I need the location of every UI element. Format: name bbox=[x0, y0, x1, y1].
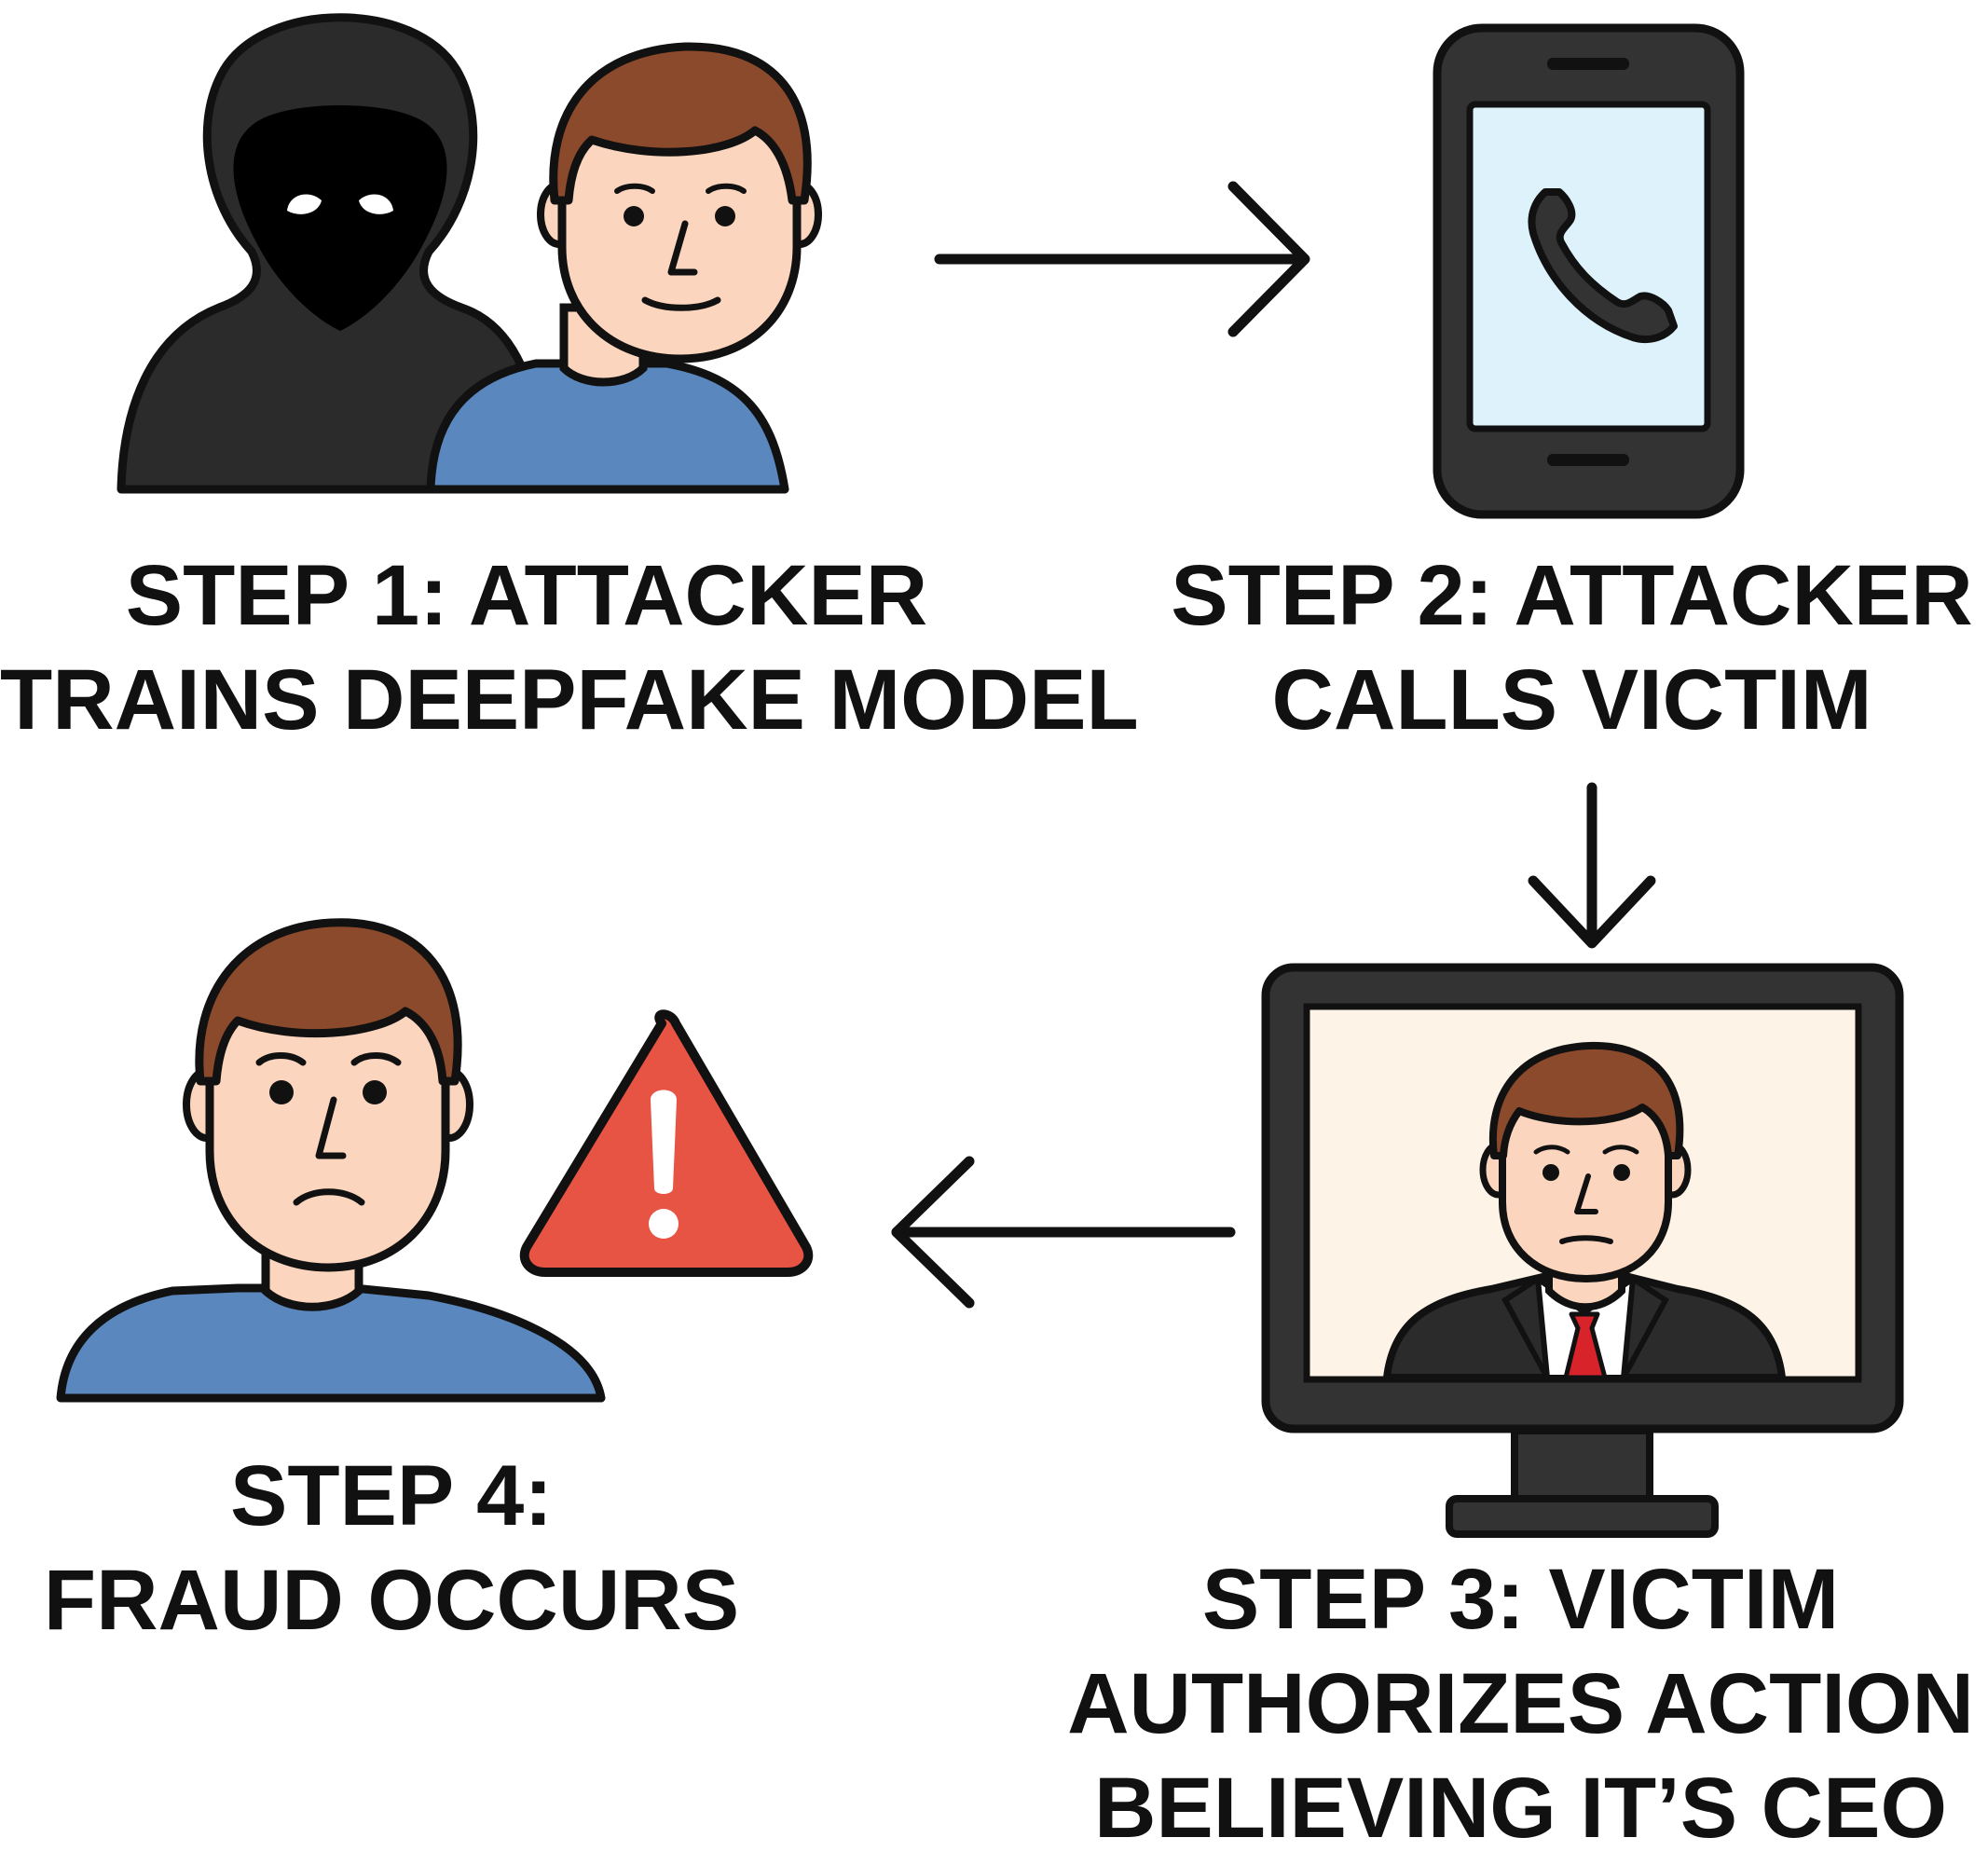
warning-icon bbox=[519, 1009, 814, 1277]
arrow-right bbox=[934, 181, 1310, 337]
hooded-attacker-icon bbox=[117, 13, 550, 494]
victim-icon bbox=[56, 918, 606, 1403]
step-1-label: STEP 1: ATTACKER TRAINS DEEPFAKE MODEL bbox=[0, 543, 1139, 752]
ceo-icon bbox=[1383, 1041, 1786, 1381]
phone-handset-icon bbox=[1528, 188, 1678, 344]
step-3-description-line-1: AUTHORIZES ACTION bbox=[1067, 1656, 1974, 1751]
step-3-title: STEP 3: VICTIM bbox=[1201, 1552, 1840, 1647]
smartphone-icon bbox=[1433, 23, 1745, 519]
step-2-title: STEP 2: ATTACKER bbox=[1171, 548, 1973, 643]
step-3-label: STEP 3: VICTIM AUTHORIZES ACTION BELIEVI… bbox=[1053, 1547, 1988, 1860]
step-1-description: TRAINS DEEPFAKE MODEL bbox=[0, 652, 1139, 747]
person-icon bbox=[426, 42, 822, 494]
step-4-title: STEP 4: bbox=[230, 1448, 553, 1543]
arrow-down bbox=[1528, 782, 1656, 949]
step-4-description: FRAUD OCCURS bbox=[43, 1553, 740, 1648]
step-1-title: STEP 1: ATTACKER bbox=[125, 548, 928, 643]
step-4-label: STEP 4: FRAUD OCCURS bbox=[0, 1444, 783, 1652]
step-3-description-line-2: BELIEVING IT’S CEO bbox=[1093, 1761, 1947, 1856]
step-2-label: STEP 2: ATTACKER CALLS VICTIM bbox=[1156, 543, 1988, 752]
arrow-left bbox=[891, 1156, 1236, 1309]
step-2-description: CALLS VICTIM bbox=[1271, 652, 1872, 747]
